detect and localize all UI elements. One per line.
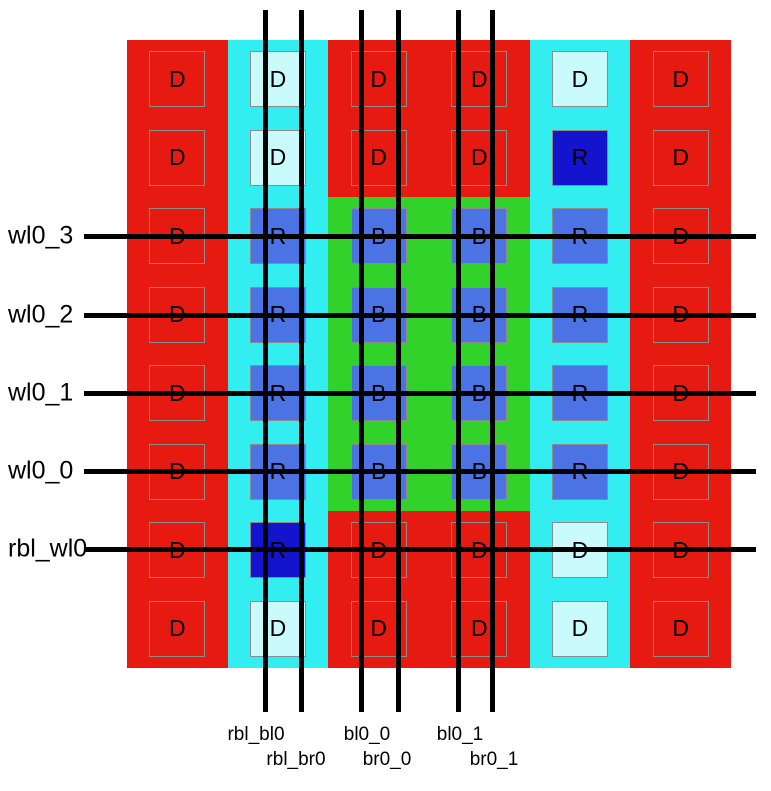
array-cell-r7-c0: D: [127, 589, 228, 668]
wordline-label-wl0_2: wl0_2: [8, 300, 74, 329]
bitline-bl0_0: [358, 10, 364, 712]
dummy-cell-square: D: [551, 51, 608, 108]
cell-letter: D: [269, 144, 287, 171]
wordline-label-wl0_0: wl0_0: [8, 456, 74, 485]
cell-letter: D: [269, 615, 287, 642]
bitline-label-br0_1: br0_1: [469, 749, 519, 770]
dummy-cell-square: D: [652, 600, 709, 657]
cell-letter: D: [571, 615, 589, 642]
cell-letter: D: [169, 65, 186, 92]
array-cell-r1-c3: D: [428, 118, 530, 197]
array-cell-r7-c3: D: [428, 589, 530, 668]
replica-cell-square: R: [551, 129, 608, 186]
wordline-wl0_1: [84, 390, 756, 396]
array-cell-r0-c3: D: [428, 40, 530, 119]
wordline-label-wl0_1: wl0_1: [8, 378, 74, 407]
dummy-cell-square: D: [652, 129, 709, 186]
array-cell-r1-c0: D: [127, 118, 228, 197]
wordline-wl0_0: [84, 468, 756, 474]
dummy-cell-square: D: [249, 51, 306, 108]
wordline-wl0_2: [84, 312, 756, 318]
wordline-wl0_3: [84, 233, 756, 239]
array-cell-r1-c4: R: [529, 118, 631, 197]
bitline-bl0_1: [455, 10, 461, 712]
cell-letter: D: [672, 65, 689, 92]
dummy-cell-square: D: [451, 600, 508, 657]
bitline-br0_1: [489, 10, 495, 712]
array-cell-r7-c4: D: [529, 589, 631, 668]
wordline-label-wl0_3: wl0_3: [8, 221, 74, 250]
array-cell-r0-c0: D: [127, 40, 228, 119]
cell-letter: R: [571, 144, 589, 171]
array-cell-r7-c5: D: [630, 589, 731, 668]
dummy-cell-square: D: [249, 129, 306, 186]
array-cell-r0-c5: D: [630, 40, 731, 119]
dummy-cell-square: D: [551, 600, 608, 657]
dummy-cell-square: D: [149, 51, 206, 108]
dummy-cell-square: D: [652, 51, 709, 108]
dummy-cell-square: D: [451, 51, 508, 108]
dummy-cell-square: D: [149, 129, 206, 186]
cell-letter: D: [269, 65, 287, 92]
dummy-cell-square: D: [451, 129, 508, 186]
bitline-label-bl0_0: bl0_0: [343, 724, 391, 745]
bitline-rbl_br0: [298, 10, 304, 712]
cell-letter: D: [471, 144, 488, 171]
bitline-label-rbl_bl0: rbl_bl0: [227, 724, 285, 745]
bitline-label-br0_0: br0_0: [362, 749, 412, 770]
cell-letter: D: [672, 144, 689, 171]
cell-letter: D: [169, 144, 186, 171]
dummy-cell-square: D: [249, 600, 306, 657]
array-cell-r7-c1: D: [227, 589, 329, 668]
array-cell-r0-c1: D: [227, 40, 329, 119]
dummy-cell-square: D: [149, 600, 206, 657]
bitline-rbl_bl0: [262, 10, 268, 712]
wordline-label-rbl_wl0: rbl_wl0: [8, 534, 88, 563]
cell-letter: D: [370, 144, 387, 171]
array-cell-r1-c5: D: [630, 118, 731, 197]
cell-letter: D: [471, 615, 488, 642]
cell-letter: D: [672, 615, 689, 642]
wordline-rbl_wl0: [84, 546, 756, 552]
cell-letter: D: [169, 615, 186, 642]
bitline-label-bl0_1: bl0_1: [436, 724, 484, 745]
cell-letter: D: [370, 65, 387, 92]
cell-letter: D: [571, 65, 589, 92]
array-cell-r1-c1: D: [227, 118, 329, 197]
bitline-label-rbl_br0: rbl_br0: [266, 749, 326, 770]
cell-letter: D: [370, 615, 387, 642]
cell-letter: D: [471, 65, 488, 92]
bitline-br0_0: [395, 10, 401, 712]
array-cell-r0-c4: D: [529, 40, 631, 119]
